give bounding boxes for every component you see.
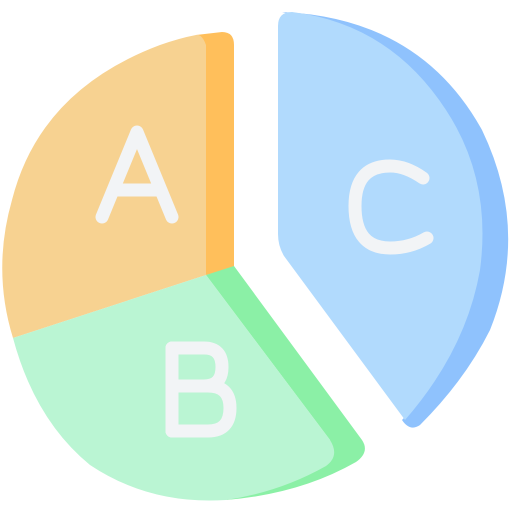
segment-c (278, 12, 509, 428)
letter-b-mark (165, 341, 237, 438)
segment-a-face (2, 34, 207, 339)
segment-c-shade (282, 12, 509, 428)
segment-b-shade (206, 266, 365, 500)
segment-a (2, 32, 234, 339)
letter-c-mark (348, 159, 434, 255)
segment-c-face (278, 12, 483, 420)
letter-a-mark (95, 125, 179, 224)
